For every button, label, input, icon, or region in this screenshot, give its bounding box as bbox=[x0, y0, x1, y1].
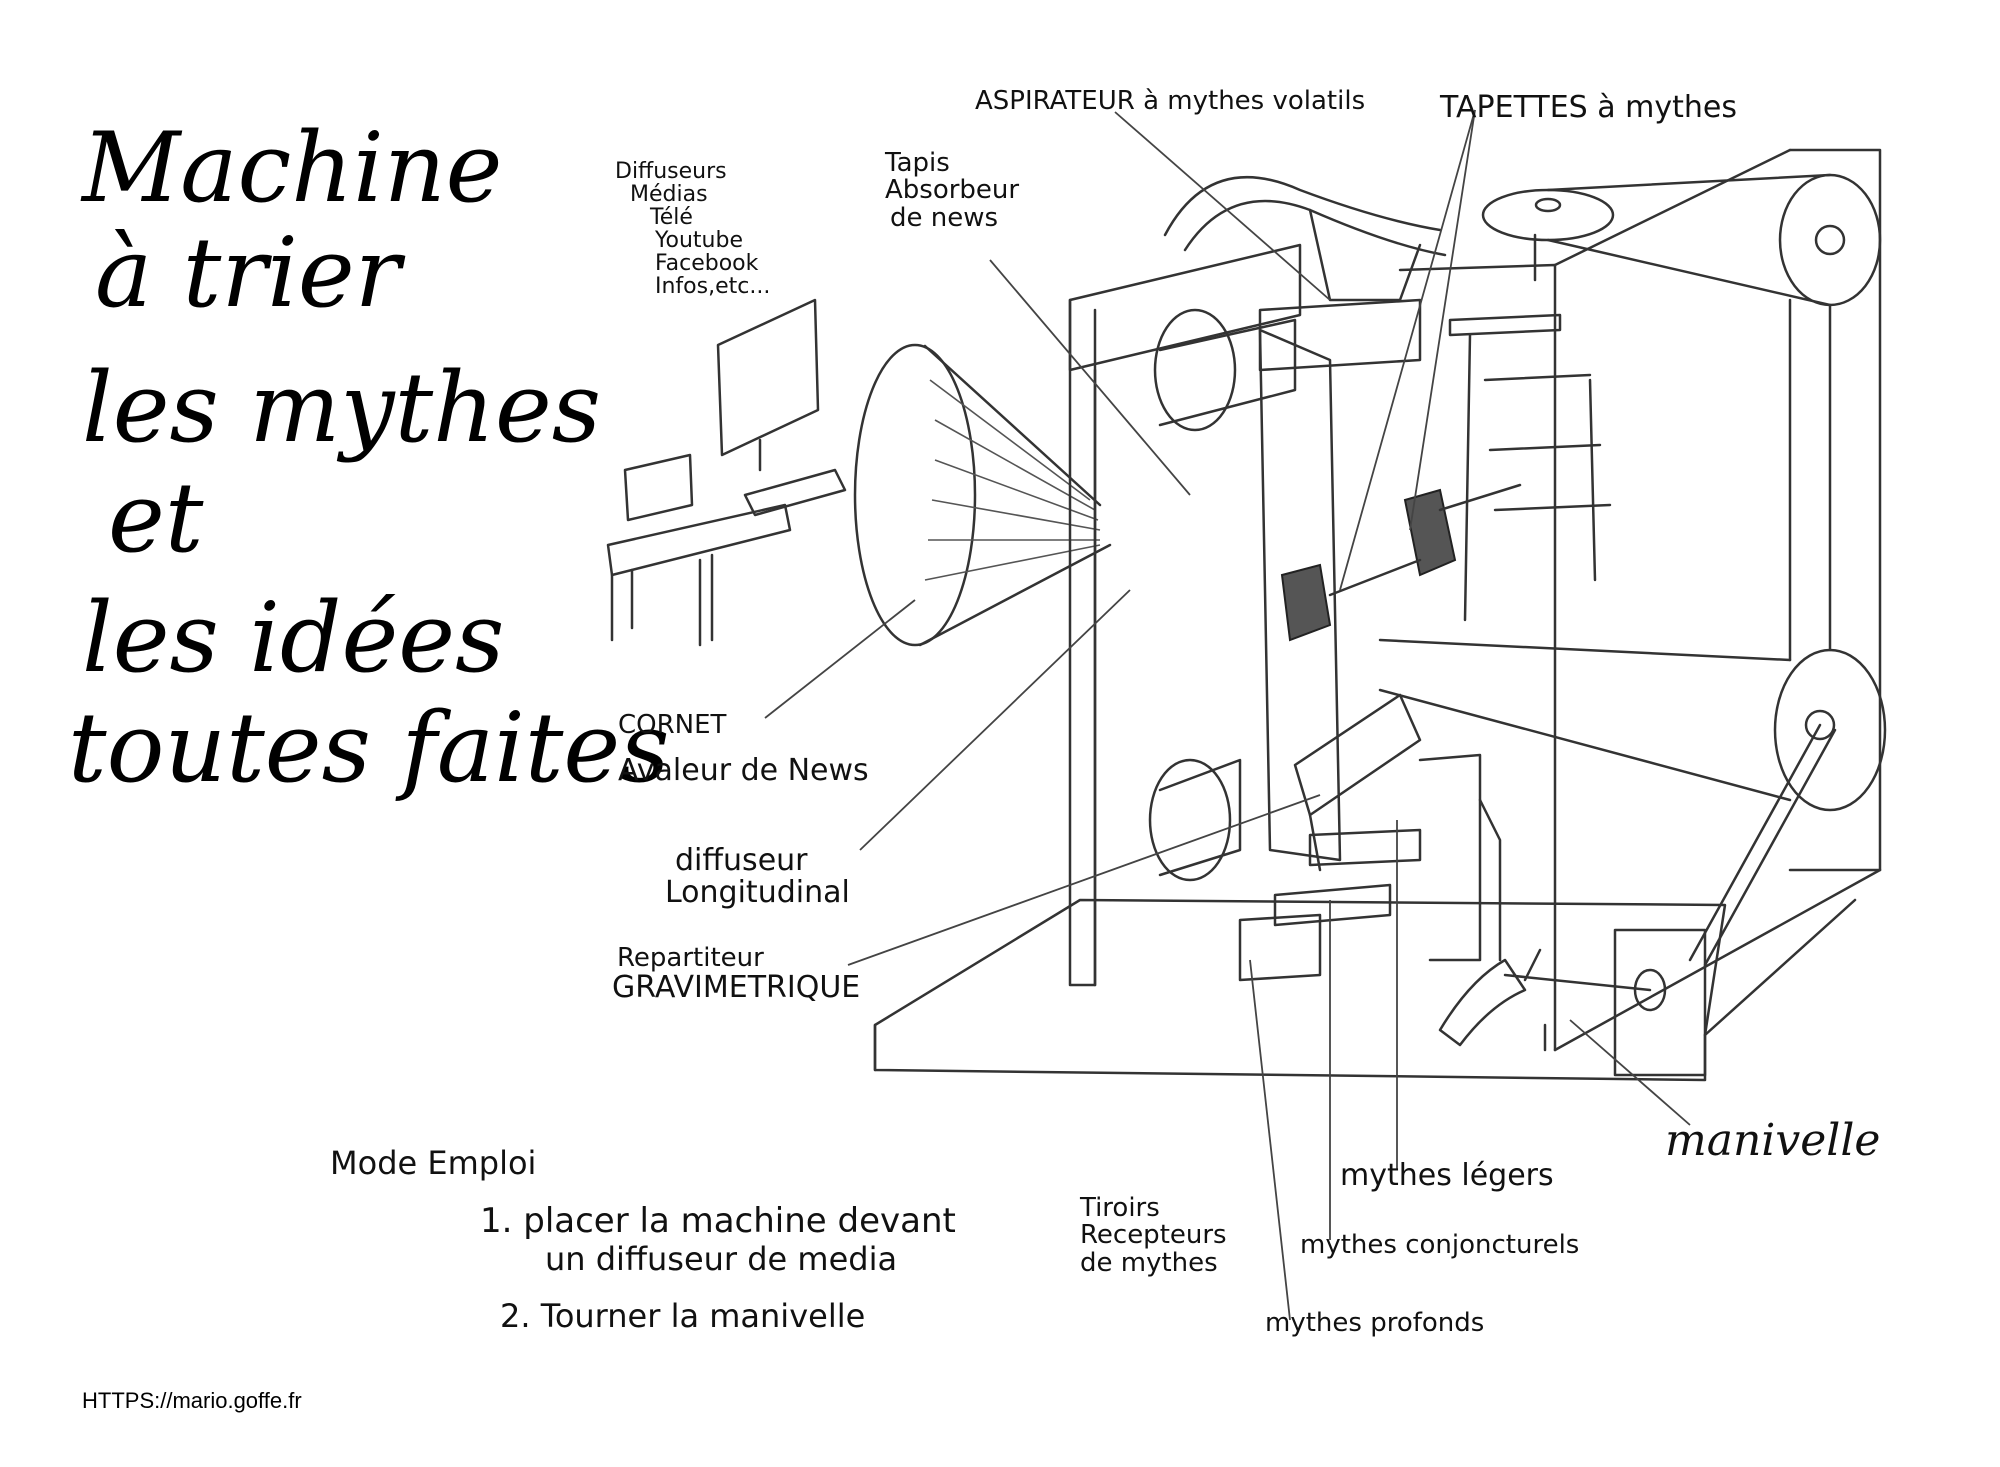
label-tiroirs: Tiroirs Recepteurs de mythes bbox=[1080, 1193, 1227, 1278]
label-mythes-legers: mythes légers bbox=[1340, 1158, 1554, 1193]
site-credit: HTTPS://mario.goffe.fr bbox=[82, 1388, 302, 1413]
label-diffuseurs-line: Télé bbox=[650, 205, 693, 231]
crank-drawing bbox=[1438, 928, 1707, 1077]
label-diffuseurs-line: Diffuseurs bbox=[615, 159, 727, 184]
title-line-4: et bbox=[108, 462, 204, 574]
label-tapettes: TAPETTES à mythes bbox=[1440, 90, 1737, 125]
label-diffuseurs-line: Médias bbox=[630, 182, 708, 208]
label-repartiteur-line: GRAVIMETRIQUE bbox=[612, 970, 861, 1006]
label-tiroirs-line: de mythes bbox=[1080, 1247, 1218, 1278]
rollers-drawing bbox=[1148, 308, 1342, 882]
lower-pulley-drawing bbox=[1378, 298, 1887, 967]
mode-emploi-step1b: un diffuseur de media bbox=[545, 1239, 898, 1278]
label-mythes-conjoncturels: mythes conjoncturels bbox=[1300, 1230, 1580, 1260]
mode-emploi-step2: 2. Tourner la manivelle bbox=[500, 1296, 866, 1335]
title-line-5: les idées bbox=[82, 582, 505, 694]
top-pulley-drawing bbox=[1481, 173, 1882, 307]
aspirateur-duct-drawing bbox=[1163, 176, 1447, 372]
label-repartiteur-line: Repartiteur bbox=[617, 943, 764, 973]
label-diffuseur-line: Longitudinal bbox=[665, 874, 850, 910]
label-diffuseurs-line: Infos,etc... bbox=[655, 274, 771, 300]
label-tapis: Tapis Absorbeur de news bbox=[885, 148, 1020, 233]
title-line-6: toutes faites bbox=[68, 692, 670, 804]
label-repartiteur: Repartiteur GRAVIMETRIQUE bbox=[612, 943, 861, 1006]
label-diffuseur-longitudinal: diffuseur Longitudinal bbox=[665, 845, 850, 908]
cornet-drawing bbox=[853, 343, 1112, 647]
label-tapis-line: de news bbox=[890, 202, 999, 233]
label-tapis-line: Tapis bbox=[885, 148, 950, 178]
title-line-1: Machine bbox=[82, 112, 503, 224]
label-avaleur: Avaleur de News bbox=[618, 753, 869, 788]
label-tiroirs-line: Tiroirs bbox=[1080, 1193, 1160, 1223]
frame-drawing bbox=[1068, 148, 1882, 1052]
label-aspirateur: ASPIRATEUR à mythes volatils bbox=[975, 86, 1366, 116]
label-diffuseurs: Diffuseurs Médias Télé Youtube Facebook … bbox=[615, 160, 770, 299]
title-line-2: à trier bbox=[95, 217, 401, 329]
mode-emploi-heading: Mode Emploi bbox=[330, 1144, 537, 1182]
drawers-drawing bbox=[1238, 693, 1502, 982]
label-manivelle: manivelle bbox=[1665, 1115, 1881, 1166]
label-mythes-profonds: mythes profonds bbox=[1265, 1308, 1485, 1338]
label-diffuseurs-line: Youtube bbox=[655, 228, 743, 254]
label-tiroirs-line: Recepteurs bbox=[1080, 1220, 1227, 1251]
label-cornet: CORNET bbox=[618, 710, 727, 740]
title-line-3: les mythes bbox=[82, 352, 602, 464]
mode-emploi: Mode Emploi 1. placer la machine devant … bbox=[330, 1145, 956, 1334]
label-tapis-line: Absorbeur bbox=[885, 175, 1020, 206]
leader-lines bbox=[764, 109, 1691, 1321]
mode-emploi-step1a: 1. placer la machine devant bbox=[480, 1200, 956, 1241]
tapettes-drawing bbox=[1280, 313, 1612, 642]
label-diffuseur-line: diffuseur bbox=[675, 843, 808, 878]
computer-desk-drawing bbox=[606, 298, 847, 647]
label-diffuseurs-line: Facebook bbox=[655, 251, 759, 277]
